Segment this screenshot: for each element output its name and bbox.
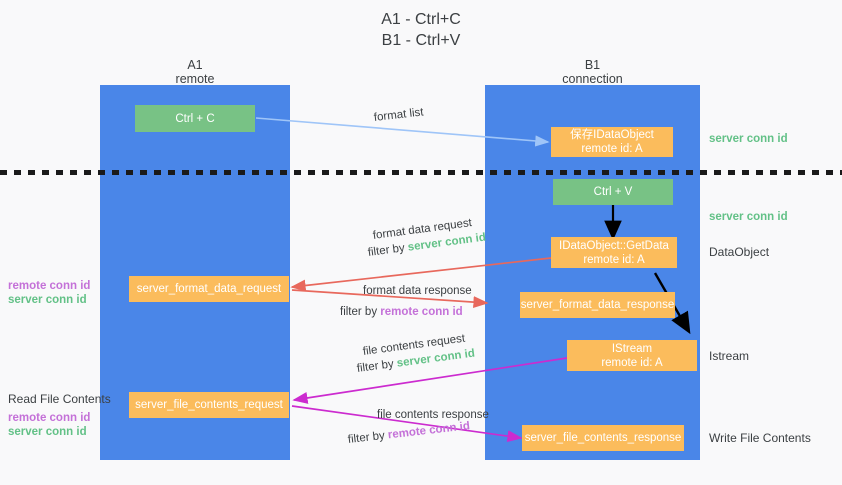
filter-value-remote-conn-id: remote conn id <box>387 420 471 442</box>
box-istream-line2: remote id: A <box>601 356 663 369</box>
phase-divider <box>0 170 842 175</box>
edge-label-format-data-response-filter: filter by remote conn id <box>340 305 463 320</box>
box-server-file-contents-response[interactable]: server_file_contents_response <box>522 425 684 451</box>
label-istream: Istream <box>709 349 750 363</box>
label-remote-conn-id-1: remote conn id <box>8 280 91 292</box>
box-server-file-contents-response-label: server_file_contents_response <box>524 432 682 444</box>
label-server-conn-id-mid: server conn id <box>709 211 788 223</box>
edge-label-format-data-response: format data response <box>363 285 472 297</box>
edge-label-file-contents-response: file contents response <box>377 409 489 421</box>
box-server-format-data-request-label: server_format_data_request <box>136 283 282 295</box>
label-write-file-contents: Write File Contents <box>709 431 811 445</box>
title-line-2: B1 - Ctrl+V <box>381 32 461 49</box>
box-server-format-data-request[interactable]: server_format_data_request <box>129 276 289 302</box>
box-ctrl-c-label: Ctrl + C <box>175 112 215 125</box>
label-server-conn-id-top: server conn id <box>709 133 788 145</box>
filter-prefix: filter by <box>367 241 409 259</box>
box-server-format-data-response[interactable]: server_format_data_response <box>520 292 675 318</box>
box-ctrl-c[interactable]: Ctrl + C <box>135 105 255 132</box>
box-ctrl-v[interactable]: Ctrl + V <box>553 179 673 205</box>
filter-prefix: filter by <box>347 429 389 446</box>
box-server-file-contents-request-label: server_file_contents_request <box>135 399 283 411</box>
box-istream-line1: IStream <box>611 342 653 355</box>
lane-a1-name: A1 <box>187 58 203 72</box>
box-idataobject-getdata[interactable]: IDataObject::GetData remote id: A <box>551 237 677 268</box>
filter-prefix: filter by <box>356 357 398 375</box>
box-istream[interactable]: IStream remote id: A <box>567 340 697 371</box>
box-idataobject-getdata-line2: remote id: A <box>583 253 645 266</box>
box-save-idataobject-line2: remote id: A <box>581 143 643 155</box>
label-conn-ids-format: remote conn id server conn id <box>8 279 90 307</box>
label-remote-conn-id-2: remote conn id <box>8 412 91 424</box>
label-read-file-contents: Read File Contents <box>8 392 111 406</box>
filter-value-remote-conn-id: remote conn id <box>380 306 463 318</box>
box-server-format-data-response-label: server_format_data_response <box>520 299 675 311</box>
box-server-file-contents-request[interactable]: server_file_contents_request <box>129 392 289 418</box>
edge-label-file-contents-response-filter: filter by remote conn id <box>347 419 471 448</box>
diagram-title: A1 - Ctrl+C B1 - Ctrl+V <box>0 9 842 51</box>
lane-b1-sub: connection <box>562 72 623 86</box>
label-server-conn-id-1: server conn id <box>8 294 87 306</box>
lane-a1-sub: remote <box>175 72 215 86</box>
box-idataobject-getdata-line1: IDataObject::GetData <box>559 239 669 252</box>
label-conn-ids-file: remote conn id server conn id <box>8 411 90 439</box>
filter-prefix: filter by <box>340 306 381 318</box>
box-save-idataobject-line1: 保存IDataObject <box>570 129 654 141</box>
lane-header-b1: B1 connection <box>485 58 700 86</box>
label-dataobject: DataObject <box>709 245 770 259</box>
title-line-1: A1 - Ctrl+C <box>381 11 461 28</box>
box-ctrl-v-label: Ctrl + V <box>593 186 633 198</box>
label-server-conn-id-2: server conn id <box>8 426 87 438</box>
box-save-idataobject[interactable]: 保存IDataObject remote id: A <box>551 127 673 157</box>
lane-header-a1: A1 remote <box>100 58 290 86</box>
lane-b1-name: B1 <box>584 58 601 72</box>
edge-label-format-list: format list <box>373 106 425 124</box>
